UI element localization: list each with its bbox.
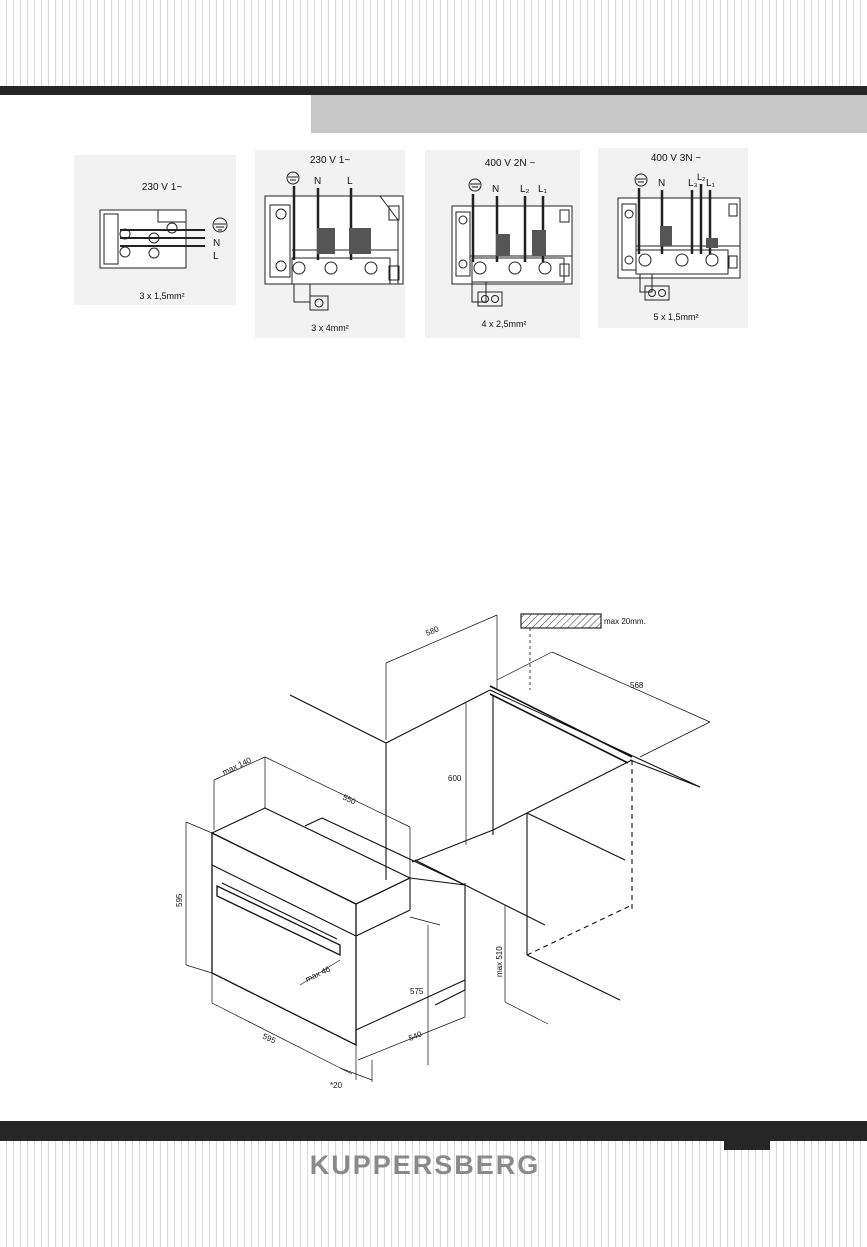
dim-580: 580 <box>424 624 440 638</box>
wiring-3-terminal-n: N <box>492 184 499 195</box>
bottom-stripe-pattern <box>0 1141 867 1247</box>
wiring-2-terminal-l: L <box>347 176 353 187</box>
earth-icon <box>468 178 482 192</box>
wiring-4-terminal-l2: L₂ <box>697 172 706 182</box>
wiring-2-voltage: 230 V 1~ <box>310 155 350 166</box>
dim-20: *20 <box>330 1081 343 1090</box>
brand-logo: KUPPERSBERG <box>309 1150 541 1180</box>
wiring-3-terminal-l1: L₁ <box>538 184 548 195</box>
wiring-3-voltage: 400 V 2N ~ <box>485 158 535 169</box>
dim-600: 600 <box>448 774 462 783</box>
wiring-3-cable: 4 x 2,5mm² <box>481 319 526 329</box>
header-gray-box <box>311 95 867 133</box>
wiring-diagram-3: 400 V 2N ~ N L₂ L₁ 4 x 2,5mm² <box>425 150 580 338</box>
bottom-dark-bar <box>0 1121 867 1141</box>
wiring-diagram-2: 230 V 1~ N L 3 x 4mm² <box>255 150 405 338</box>
page-number-tab <box>724 1141 770 1150</box>
top-stripe-pattern <box>0 0 867 86</box>
earth-icon <box>212 217 228 233</box>
top-dark-bar <box>0 86 867 95</box>
wiring-1-voltage: 230 V 1~ <box>142 182 182 193</box>
wiring-1-terminal-l: L <box>213 251 219 262</box>
wiring-1-terminal-n: N <box>213 238 220 249</box>
wiring-diagram-1: 230 V 1~ N L 3 x 1,5mm² <box>74 155 236 305</box>
wiring-2-cable: 3 x 4mm² <box>311 323 349 333</box>
wiring-4-terminal-n: N <box>658 178 665 189</box>
wiring-1-cable: 3 x 1,5mm² <box>139 291 184 301</box>
wiring-4-voltage: 400 V 3N ~ <box>651 153 701 164</box>
wiring-2-terminal-n: N <box>314 176 321 187</box>
dim-max-46: max 46 <box>304 964 332 983</box>
dim-595-width: 595 <box>261 1032 277 1046</box>
wiring-3-terminal-l2: L₂ <box>520 184 530 195</box>
wiring-diagram-4: 400 V 3N ~ N L₃ L₂ L₁ 5 x 1,5mm² <box>598 148 748 328</box>
dim-575: 575 <box>410 987 424 996</box>
dim-max-510: max 510 <box>495 946 504 977</box>
wiring-4-terminal-l3: L₃ <box>688 178 698 189</box>
installation-diagram: 580 568 max 20mm. 600 max 140 550 595 ma… <box>175 613 711 1090</box>
wiring-4-terminal-l1: L₁ <box>706 178 716 189</box>
dim-595-height: 595 <box>175 893 184 907</box>
earth-icon <box>634 173 648 187</box>
wiring-4-cable: 5 x 1,5mm² <box>653 312 698 322</box>
earth-icon <box>286 171 300 185</box>
dim-max-140: max 140 <box>221 755 253 776</box>
dim-max-20mm: max 20mm. <box>604 617 646 626</box>
dim-540: 540 <box>407 1029 423 1043</box>
dim-550: 550 <box>341 793 357 807</box>
dim-568: 568 <box>630 681 644 690</box>
